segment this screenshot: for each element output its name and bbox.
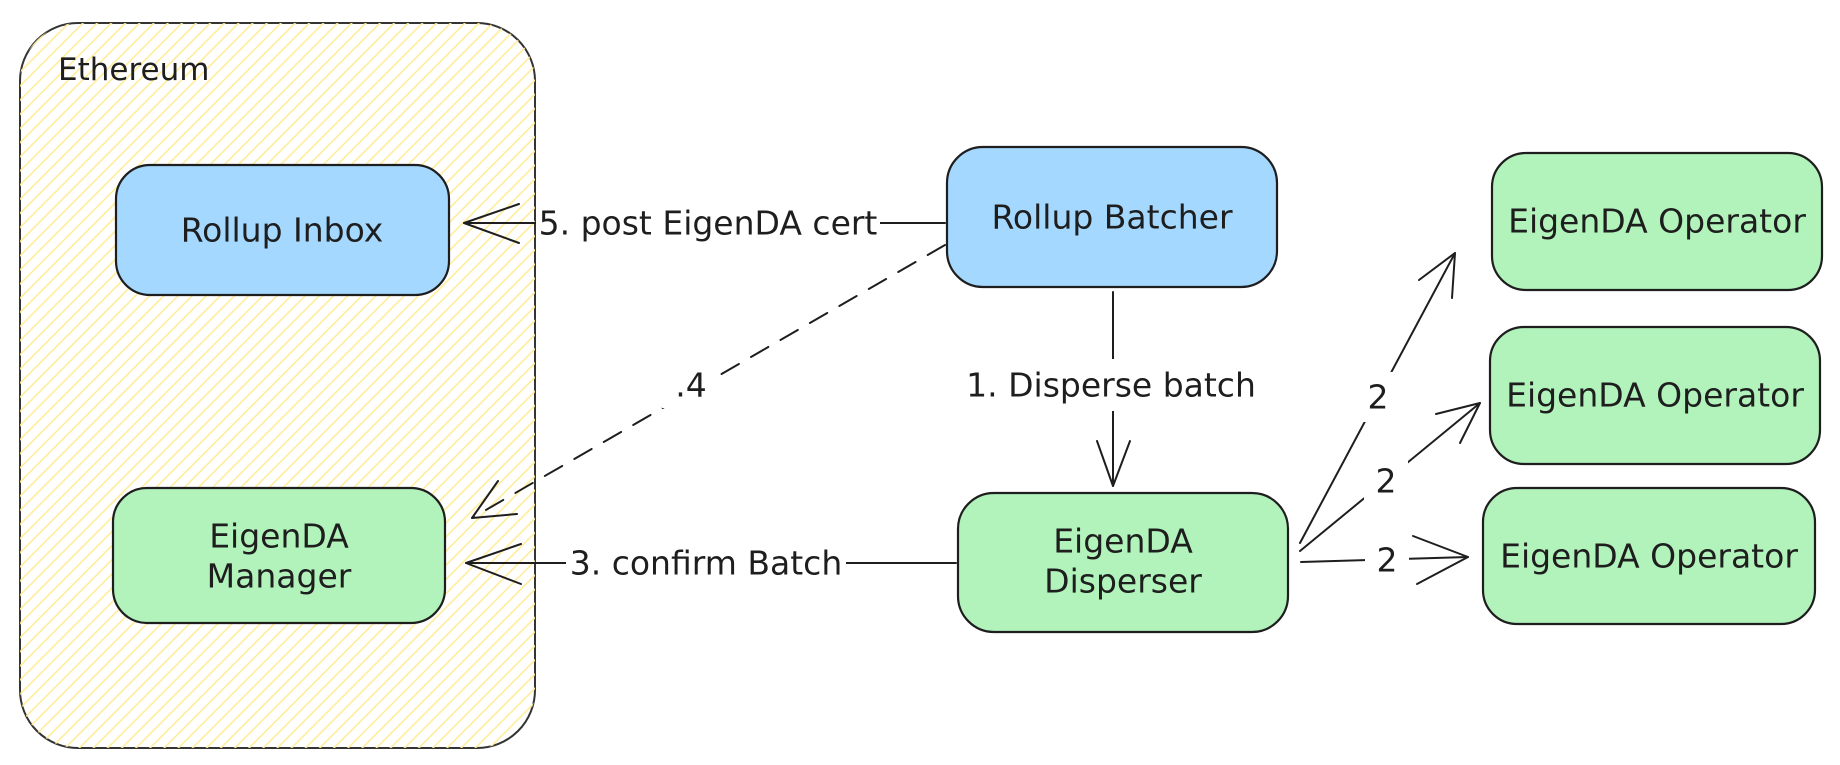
edge-to-operator-2: 2 <box>1299 402 1481 552</box>
edge-confirm-batch-label-bg <box>566 537 846 589</box>
eigenda-operator-3-label: EigenDA Operator <box>1500 537 1798 576</box>
eigenda-operator-1-label: EigenDA Operator <box>1508 202 1806 241</box>
eigenda-disperser-label-line1: EigenDA <box>1053 522 1193 561</box>
edge-store-cert-label-bg <box>662 362 720 408</box>
edge-to-operator-1-arrowhead <box>1418 252 1456 299</box>
rollup-inbox-box <box>114 163 451 297</box>
ethereum-container-group: Ethereum <box>19 22 536 749</box>
eigenda-disperser-box <box>956 491 1290 634</box>
edge-post-cert: 5. post EigenDA cert <box>463 197 946 249</box>
edge-to-operator-3-label-bg <box>1365 535 1409 585</box>
edge-to-operator-1-label: 2 <box>1368 378 1389 417</box>
eigenda-manager-label-line1: EigenDA <box>209 517 349 556</box>
node-rollup-batcher: Rollup Batcher <box>945 145 1279 289</box>
edge-post-cert-label-bg <box>536 197 880 249</box>
edge-to-operator-2-label-bg <box>1364 456 1408 506</box>
edge-store-cert-label: .4 <box>675 366 707 405</box>
ethereum-label: Ethereum <box>58 52 209 88</box>
edge-disperse-batch: 1. Disperse batch <box>966 291 1256 487</box>
rollup-batcher-label: Rollup Batcher <box>991 198 1232 237</box>
edge-to-operator-3-label: 2 <box>1377 541 1398 580</box>
edge-to-operator-1-label-bg <box>1356 372 1400 422</box>
node-eigenda-manager: EigenDA Manager <box>111 486 447 625</box>
node-rollup-inbox: Rollup Inbox <box>114 163 451 297</box>
eigenda-operator-1-box <box>1490 151 1824 292</box>
eigenda-disperser-label-line2: Disperser <box>1044 562 1202 601</box>
edge-disperse-batch-label-bg <box>970 359 1252 411</box>
edge-confirm-batch-arrowhead <box>465 543 522 585</box>
edge-to-operator-3: 2 <box>1300 535 1469 585</box>
edge-store-cert-arrowhead <box>471 480 518 519</box>
edge-to-operator-2-arrowhead <box>1435 402 1481 444</box>
edge-to-operator-3-arrowhead <box>1412 535 1469 585</box>
edge-to-operator-2-label: 2 <box>1376 462 1397 501</box>
rollup-batcher-box <box>945 145 1279 289</box>
edge-to-operator-1: 2 <box>1299 252 1456 544</box>
eigenda-operator-2-box <box>1488 325 1822 466</box>
edge-post-cert-label: 5. post EigenDA cert <box>539 204 878 243</box>
edge-confirm-batch: 3. confirm Batch <box>465 537 957 589</box>
node-eigenda-operator-1: EigenDA Operator <box>1490 151 1824 292</box>
node-eigenda-disperser: EigenDA Disperser <box>956 491 1290 634</box>
eigenda-manager-box <box>111 486 447 625</box>
edge-store-cert: .4 <box>471 244 946 519</box>
node-eigenda-operator-3: EigenDA Operator <box>1481 486 1817 626</box>
edge-confirm-batch-label: 3. confirm Batch <box>570 544 843 583</box>
edge-disperse-batch-arrowhead <box>1096 440 1131 487</box>
eigenda-manager-label-line2: Manager <box>207 557 352 596</box>
edge-post-cert-arrowhead <box>463 203 520 244</box>
edge-disperse-batch-label: 1. Disperse batch <box>966 366 1256 405</box>
eigenda-operator-2-label: EigenDA Operator <box>1506 376 1804 415</box>
ethereum-container-hatch <box>20 23 535 748</box>
rollup-inbox-label: Rollup Inbox <box>181 211 384 250</box>
node-eigenda-operator-2: EigenDA Operator <box>1488 325 1822 466</box>
eigenda-operator-3-box <box>1481 486 1817 626</box>
